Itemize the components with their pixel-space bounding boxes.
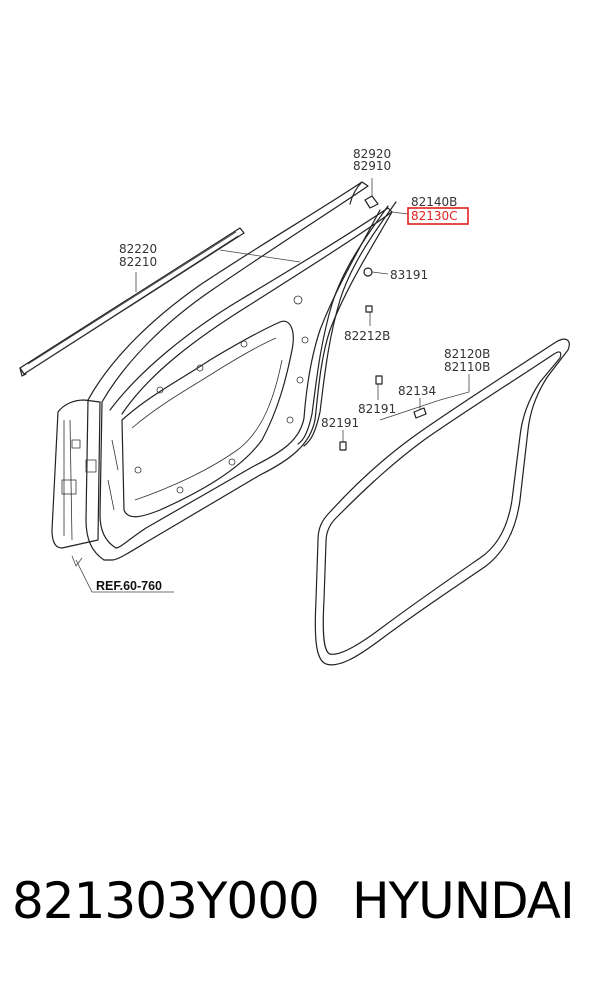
door-weatherstrip bbox=[314, 338, 570, 666]
label-82110b: 82110B bbox=[444, 360, 490, 374]
label-82910: 82910 bbox=[353, 159, 391, 173]
label-ref-60-760: REF.60-760 bbox=[96, 579, 162, 593]
leader-lines bbox=[71, 178, 470, 593]
label-82134: 82134 bbox=[398, 384, 436, 398]
label-82212b: 82212B bbox=[344, 329, 390, 343]
body-side-panel bbox=[51, 399, 101, 549]
label-82130c: 82130C bbox=[411, 209, 458, 223]
brand-name: HYUNDAI bbox=[352, 872, 575, 930]
label-82120b: 82120B bbox=[444, 347, 490, 361]
label-82191-upper: 82191 bbox=[358, 402, 396, 416]
label-82140b: 82140B bbox=[411, 195, 457, 209]
part-number: 821303Y000 bbox=[12, 872, 320, 930]
highlight-box bbox=[407, 207, 469, 225]
label-82220: 82220 bbox=[119, 242, 157, 256]
rear-sash-strip bbox=[297, 181, 397, 447]
belt-moulding-strip bbox=[19, 227, 245, 377]
caption-bar: 821303Y000 HYUNDAI bbox=[0, 872, 600, 942]
door-frame bbox=[85, 181, 393, 561]
label-83191: 83191 bbox=[390, 268, 428, 282]
label-82210: 82210 bbox=[119, 255, 157, 269]
label-82191-lower: 82191 bbox=[321, 416, 359, 430]
label-82920: 82920 bbox=[353, 147, 391, 161]
